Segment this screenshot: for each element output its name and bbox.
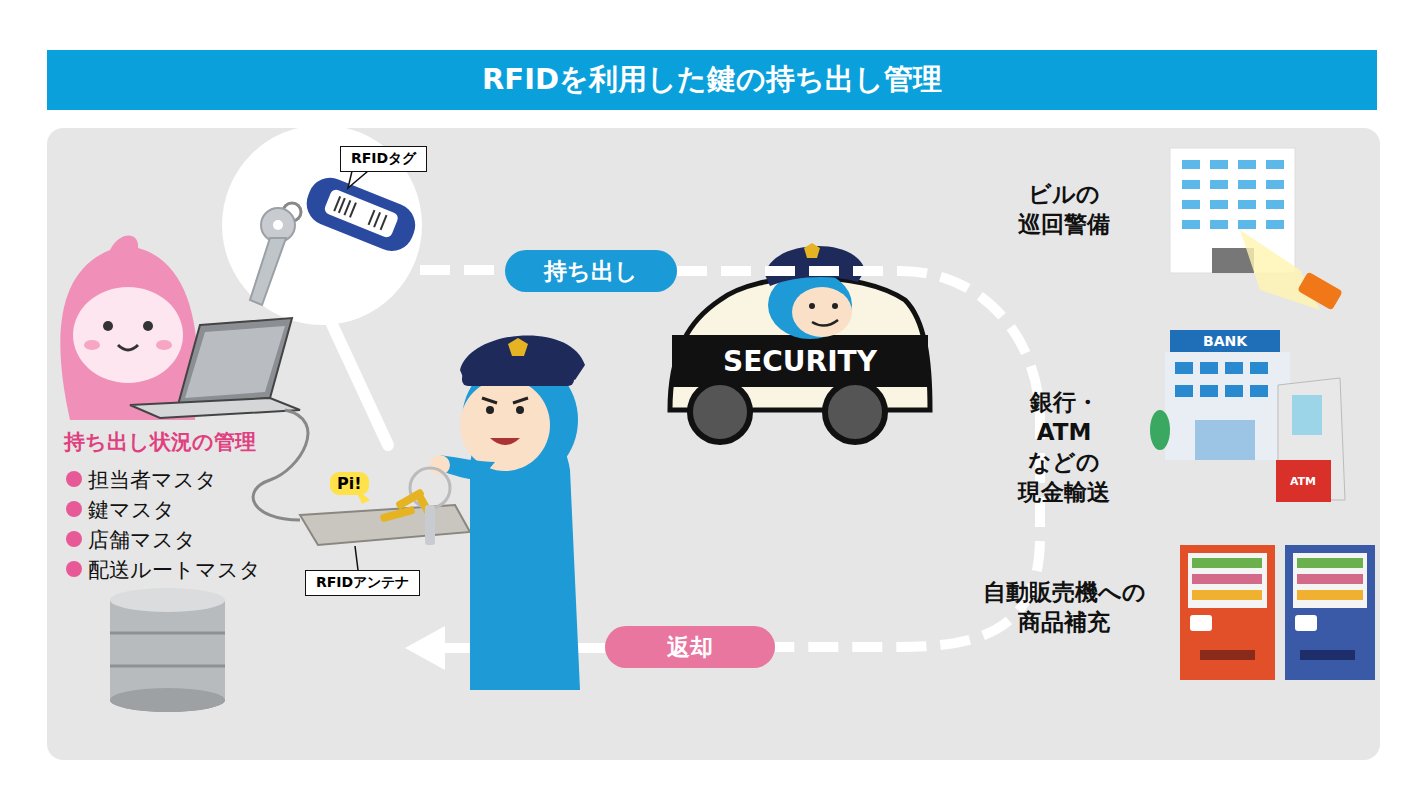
sound-bubble: Pi!: [330, 472, 369, 495]
list-item: 鍵マスタ: [88, 496, 175, 524]
leader-line: [355, 546, 358, 570]
list-item: 担当者マスタ: [88, 466, 217, 494]
security-car: [670, 243, 930, 442]
guard-figure: [380, 335, 585, 690]
service-label: 自動販売機への 商品補充: [983, 578, 1146, 638]
bank-icon: [1150, 330, 1345, 502]
key-with-tag: [250, 171, 422, 305]
bullets: [66, 471, 82, 577]
operator-figure: [60, 236, 198, 421]
magnifier-handle: [330, 320, 388, 445]
flow-pill: 持ち出し: [505, 250, 677, 292]
service-label: ビルの 巡回警備: [1018, 180, 1110, 240]
list-item: 店舗マスタ: [88, 526, 196, 554]
flow-pill: 返却: [605, 626, 775, 668]
bank-sign: BANK: [1203, 333, 1247, 349]
building-icon: [1170, 148, 1343, 311]
node-text: RFIDタグ: [351, 150, 416, 168]
title: RFIDを利用した鍵の持ち出し管理: [482, 60, 942, 100]
list-item: 配送ルートマスタ: [88, 556, 261, 584]
arrow-head: [405, 626, 445, 670]
magnifier: [222, 125, 422, 325]
callout-box: RFIDタグ: [340, 146, 427, 172]
section-heading: 持ち出し状況の管理: [64, 428, 256, 456]
rfid-antenna: [300, 505, 470, 545]
node-text: 返却: [667, 632, 713, 663]
callout-box: RFIDアンテナ: [305, 570, 420, 596]
node-text: RFIDアンテナ: [316, 574, 409, 592]
node-text: 持ち出し: [544, 256, 638, 287]
callout-tail: [348, 171, 368, 188]
database: [110, 588, 225, 712]
laptop: [130, 318, 300, 418]
cable: [253, 410, 308, 520]
vending-machines: [1180, 545, 1375, 680]
service-label: 銀行・ATM などの 現金輸送: [1018, 388, 1110, 508]
node-text: Pi!: [337, 474, 362, 493]
title-bar: [47, 50, 1377, 110]
atm-sign: ATM: [1290, 475, 1316, 488]
car-text: SECURITY: [723, 345, 877, 378]
